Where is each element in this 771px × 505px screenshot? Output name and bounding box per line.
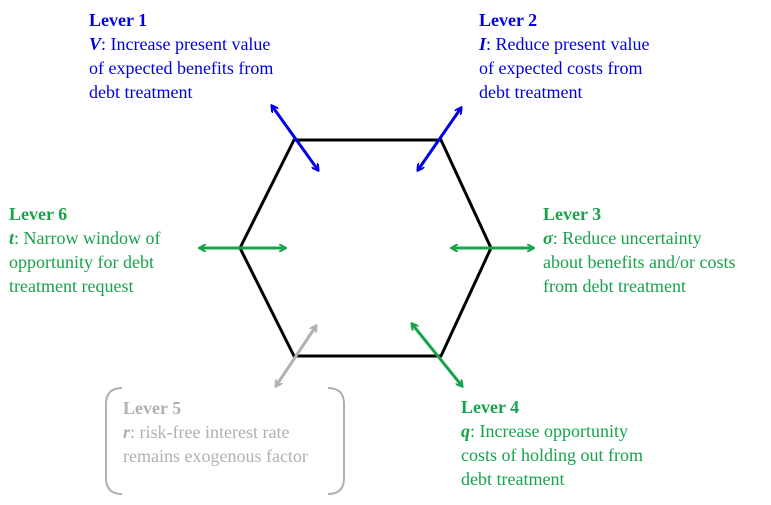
lever-4-label: Lever 4 q: Increase opportunity costs of…	[461, 395, 643, 491]
lever-description-line: of expected benefits from	[89, 58, 274, 78]
lever-1-label: Lever 1 V: Increase present value of exp…	[89, 8, 273, 104]
lever-5-arrow	[276, 326, 316, 386]
lever-symbol: q	[461, 421, 470, 441]
lever-2-label: Lever 2 I: Reduce present value of expec…	[479, 8, 649, 104]
lever-symbol: r	[123, 422, 131, 442]
lever-symbol: σ	[543, 228, 553, 248]
lever-description-line: from debt treatment	[543, 276, 686, 296]
lever-description-line: debt treatment	[461, 469, 565, 489]
lever-2-arrow	[418, 108, 461, 170]
lever-title: Lever 1	[89, 10, 148, 30]
lever-title: Lever 3	[543, 204, 602, 224]
lever-title: Lever 6	[9, 204, 68, 224]
lever-description-line: about benefits and/or costs	[543, 252, 736, 272]
lever-symbol: V	[89, 34, 102, 54]
lever-1-arrow	[272, 106, 318, 170]
lever-title: Lever 2	[479, 10, 538, 30]
lever-description-line: costs of holding out from	[461, 445, 643, 465]
lever-description-line: debt treatment	[479, 82, 583, 102]
lever-description-line: treatment request	[9, 276, 134, 296]
lever-4-arrow	[412, 324, 462, 386]
lever-5-bracket	[105, 387, 345, 495]
lever-description-line: remains exogenous factor	[123, 446, 308, 466]
lever-description: : Narrow window of	[14, 228, 161, 248]
lever-3-label: Lever 3 σ: Reduce uncertainty about bene…	[543, 202, 735, 298]
lever-title: Lever 5	[123, 398, 182, 418]
lever-symbol: I	[479, 34, 487, 54]
lever-5-label: Lever 5 r: risk-free interest rate remai…	[123, 396, 308, 468]
lever-description: : risk-free interest rate	[130, 422, 290, 442]
lever-description: : Reduce present value	[486, 34, 650, 54]
lever-description: : Increase opportunity	[470, 421, 628, 441]
lever-description-line: of expected costs from	[479, 58, 643, 78]
lever-description-line: opportunity for debt	[9, 252, 154, 272]
lever-description: : Reduce uncertainty	[552, 228, 702, 248]
lever-6-label: Lever 6 t: Narrow window of opportunity …	[9, 202, 161, 298]
lever-symbol: t	[9, 228, 15, 248]
lever-description: : Increase present value	[101, 34, 271, 54]
lever-title: Lever 4	[461, 397, 520, 417]
lever-description-line: debt treatment	[89, 82, 193, 102]
